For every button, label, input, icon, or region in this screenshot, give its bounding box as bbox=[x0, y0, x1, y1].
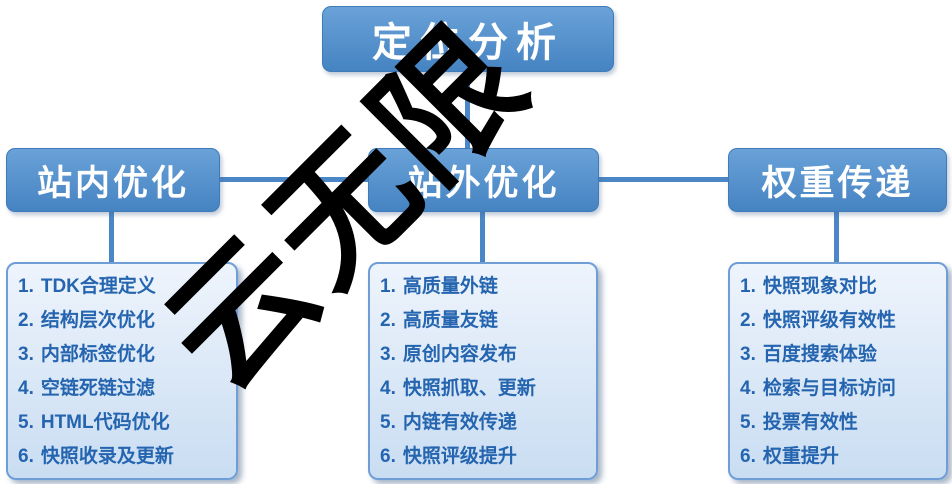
item-label: 快照评级提升 bbox=[402, 446, 517, 467]
root-node-positioning-analysis: 定位分析 bbox=[322, 6, 614, 72]
list-item: 1. 快照现象对比 bbox=[740, 270, 936, 304]
item-label: 百度搜索体验 bbox=[762, 344, 877, 365]
list-item: 4. 检索与目标访问 bbox=[740, 372, 936, 406]
item-number: 4. bbox=[380, 378, 396, 399]
item-label: 内部标签优化 bbox=[40, 344, 155, 365]
item-number: 3. bbox=[740, 344, 756, 365]
item-label: 投票有效性 bbox=[762, 412, 858, 433]
item-number: 5. bbox=[740, 412, 756, 433]
item-number: 1. bbox=[18, 276, 34, 297]
item-number: 3. bbox=[18, 344, 34, 365]
item-label: 快照评级有效性 bbox=[762, 310, 896, 331]
branch-node-offsite-optimization: 站外优化 bbox=[368, 148, 599, 212]
branch-node-weight-transfer: 权重传递 bbox=[728, 148, 947, 212]
item-number: 6. bbox=[740, 446, 756, 467]
item-number: 2. bbox=[18, 310, 34, 331]
item-number: 4. bbox=[18, 378, 34, 399]
item-label: 内链有效传递 bbox=[402, 412, 517, 433]
item-label: 高质量友链 bbox=[402, 310, 498, 331]
panel-onsite-items: 1. TDK合理定义 2. 结构层次优化 3. 内部标签优化 4. 空链死链过滤 5. HTML代… bbox=[6, 262, 238, 480]
item-label: 检索与目标访问 bbox=[762, 378, 896, 399]
item-label: 原创内容发布 bbox=[402, 344, 517, 365]
item-label: HTML代码优化 bbox=[40, 412, 170, 433]
item-number: 5. bbox=[380, 412, 396, 433]
item-label: 高质量外链 bbox=[402, 276, 498, 297]
item-number: 5. bbox=[18, 412, 34, 433]
connector-root-to-row bbox=[465, 70, 470, 180]
panel-weight-items: 1. 快照现象对比 2. 快照评级有效性 3. 百度搜索体验 4. 检索与目标访问 5. 投票有效… bbox=[728, 262, 948, 480]
list-item: 6. 快照收录及更新 bbox=[18, 440, 226, 474]
list-item: 5. 内链有效传递 bbox=[380, 406, 586, 440]
list-item: 6. 权重提升 bbox=[740, 440, 936, 474]
item-label: 权重提升 bbox=[762, 446, 839, 467]
list-item: 3. 内部标签优化 bbox=[18, 338, 226, 372]
connector-branch1-to-panel bbox=[480, 210, 485, 264]
list-item: 6. 快照评级提升 bbox=[380, 440, 586, 474]
list-item: 3. 百度搜索体验 bbox=[740, 338, 936, 372]
item-label: 快照抓取、更新 bbox=[402, 378, 536, 399]
item-label: 结构层次优化 bbox=[40, 310, 155, 331]
branch-node-onsite-optimization: 站内优化 bbox=[6, 148, 220, 212]
connector-branch0-to-panel bbox=[109, 210, 114, 264]
list-item: 4. 空链死链过滤 bbox=[18, 372, 226, 406]
item-number: 6. bbox=[380, 446, 396, 467]
item-number: 4. bbox=[740, 378, 756, 399]
list-item: 3. 原创内容发布 bbox=[380, 338, 586, 372]
item-number: 6. bbox=[18, 446, 34, 467]
item-number: 2. bbox=[740, 310, 756, 331]
item-label: 快照收录及更新 bbox=[40, 446, 174, 467]
list-item: 5. 投票有效性 bbox=[740, 406, 936, 440]
connector-branch2-to-panel bbox=[834, 210, 839, 264]
item-number: 3. bbox=[380, 344, 396, 365]
item-label: 空链死链过滤 bbox=[40, 378, 155, 399]
list-item: 2. 快照评级有效性 bbox=[740, 304, 936, 338]
list-item: 1. 高质量外链 bbox=[380, 270, 586, 304]
item-number: 1. bbox=[380, 276, 396, 297]
list-item: 2. 结构层次优化 bbox=[18, 304, 226, 338]
item-label: 快照现象对比 bbox=[762, 276, 877, 297]
item-number: 1. bbox=[740, 276, 756, 297]
panel-offsite-items: 1. 高质量外链 2. 高质量友链 3. 原创内容发布 4. 快照抓取、更新 5. 内链有效传递 6… bbox=[368, 262, 598, 480]
item-number: 2. bbox=[380, 310, 396, 331]
list-item: 4. 快照抓取、更新 bbox=[380, 372, 586, 406]
list-item: 1. TDK合理定义 bbox=[18, 270, 226, 304]
list-item: 2. 高质量友链 bbox=[380, 304, 586, 338]
list-item: 5. HTML代码优化 bbox=[18, 406, 226, 440]
item-label: TDK合理定义 bbox=[40, 276, 156, 297]
